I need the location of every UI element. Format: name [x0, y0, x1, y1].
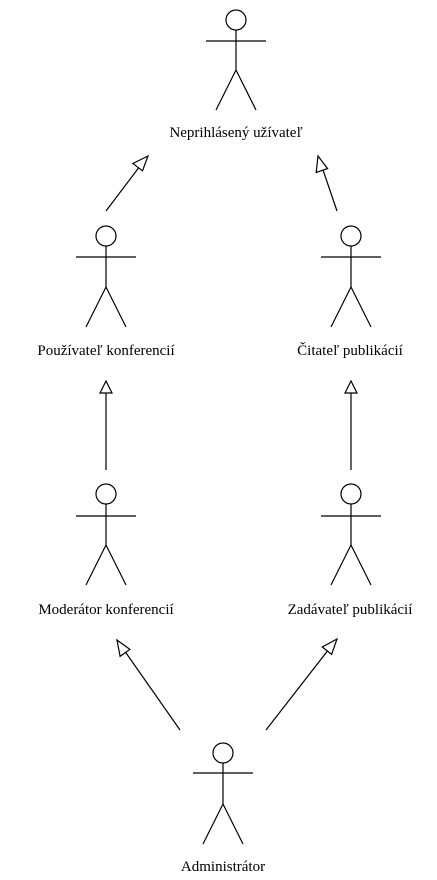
actor-conference-user-label: Používateľ konferencií [37, 343, 175, 359]
actor-conference-moderator-figure [76, 483, 136, 586]
generalization-conference-user-to-unregistered [105, 154, 150, 212]
actor-publication-reader-label: Čitateľ publikácií [297, 343, 403, 359]
generalization-administrator-to-conference-moderator [116, 638, 181, 731]
generalization-publication-reader-to-unregistered [315, 154, 338, 212]
actor-publication-submitter-label: Zadávateľ publikácií [287, 602, 413, 618]
actor-conference-user-figure [76, 225, 136, 328]
actor-publication-submitter-figure [321, 483, 381, 586]
actor-conference-moderator-label: Moderátor konferencií [38, 602, 174, 618]
actor-unregistered-figure [206, 9, 266, 111]
generalization-conference-moderator-to-conference-user [99, 379, 113, 470]
actor-unregistered-label: Neprihlásený užívateľ [169, 125, 303, 141]
actor-publication-reader-figure [321, 225, 381, 328]
actor-administrator-label: Administrátor [180, 859, 266, 875]
generalization-administrator-to-publication-submitter [265, 637, 339, 731]
actor-administrator-figure [193, 742, 253, 845]
generalization-publication-submitter-to-publication-reader [344, 379, 358, 470]
